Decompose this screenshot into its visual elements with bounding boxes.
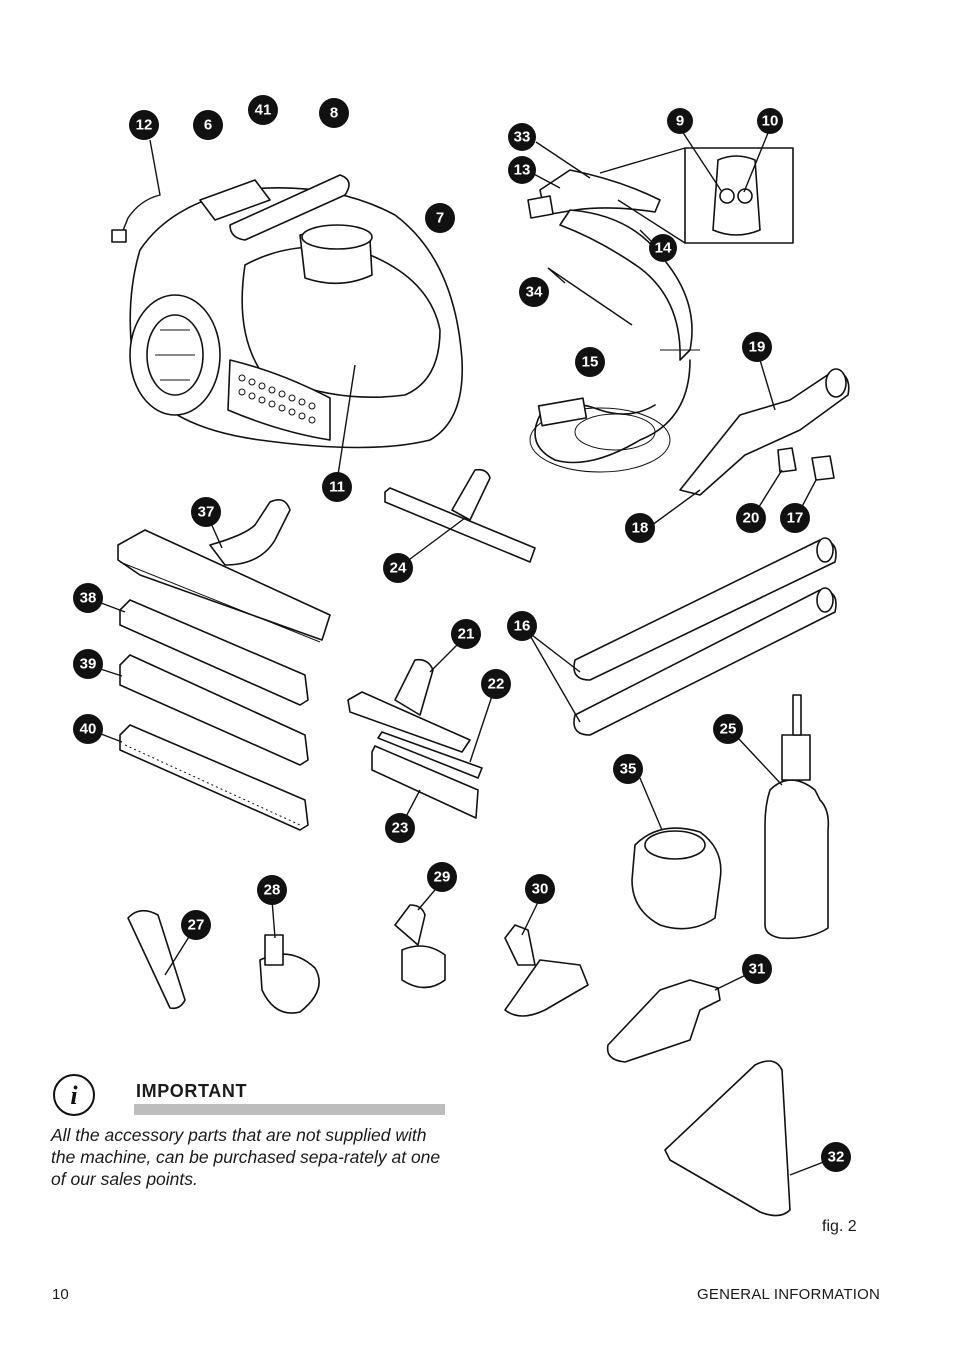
- important-note: All the accessory parts that are not sup…: [51, 1125, 441, 1189]
- figure-caption: fig. 2: [822, 1218, 857, 1235]
- callout-33: 33: [508, 123, 536, 151]
- callout-37: 37: [191, 497, 221, 527]
- callout-19: 19: [742, 332, 772, 362]
- svg-text:39: 39: [80, 656, 97, 673]
- callout-22: 22: [481, 669, 511, 699]
- callout-10: 10: [757, 108, 783, 134]
- svg-text:15: 15: [582, 354, 599, 371]
- steam-handle-illustration: [527, 127, 794, 473]
- callout-11: 11: [322, 472, 352, 502]
- callout-27: 27: [181, 910, 211, 940]
- page-number: 10: [52, 1286, 69, 1303]
- callout-21: 21: [451, 619, 481, 649]
- svg-text:23: 23: [392, 820, 409, 837]
- svg-text:40: 40: [80, 721, 97, 738]
- svg-text:35: 35: [620, 761, 637, 778]
- svg-text:20: 20: [743, 510, 760, 527]
- svg-text:16: 16: [514, 618, 531, 635]
- important-heading: IMPORTANT: [136, 1081, 248, 1101]
- callout-8: 8: [319, 98, 349, 128]
- callout-13: 13: [508, 156, 536, 184]
- svg-text:7: 7: [436, 210, 444, 227]
- svg-text:33: 33: [514, 129, 531, 146]
- svg-text:11: 11: [329, 479, 345, 496]
- small-accessories-illustration: [127, 883, 835, 1217]
- filter-sponge-illustration: [631, 777, 722, 930]
- svg-text:22: 22: [488, 676, 505, 693]
- callout-28: 28: [257, 875, 287, 905]
- callout-25: 25: [713, 714, 743, 744]
- machine-illustration: [111, 139, 464, 476]
- svg-text:i: i: [70, 1081, 78, 1110]
- svg-text:6: 6: [204, 117, 212, 134]
- floor-brush-illustration: [87, 499, 331, 831]
- callout-6: 6: [193, 110, 223, 140]
- callout-badges: 12 6 41 8 7 11 33 13 9 10 14 34 15 19 18…: [73, 95, 851, 1172]
- callout-24: 24: [383, 553, 413, 583]
- svg-text:14: 14: [655, 240, 672, 257]
- info-icon: i: [53, 1074, 95, 1116]
- svg-text:29: 29: [434, 869, 451, 886]
- svg-text:32: 32: [828, 1149, 845, 1166]
- callout-32: 32: [821, 1142, 851, 1172]
- svg-text:19: 19: [749, 339, 766, 356]
- extension-tubes-illustration: [527, 537, 837, 736]
- callout-23: 23: [385, 813, 415, 843]
- lance-illustration: [647, 359, 850, 529]
- window-tool-illustration: [347, 635, 497, 829]
- svg-text:12: 12: [136, 117, 153, 134]
- callout-17: 17: [780, 503, 810, 533]
- section-title: GENERAL INFORMATION: [697, 1286, 880, 1303]
- svg-text:31: 31: [749, 961, 766, 978]
- callout-34: 34: [519, 277, 549, 307]
- callout-7: 7: [425, 203, 455, 233]
- svg-text:34: 34: [526, 284, 543, 301]
- svg-text:28: 28: [264, 882, 281, 899]
- svg-text:18: 18: [632, 520, 649, 537]
- bottle-illustration: [737, 694, 830, 940]
- callout-16: 16: [507, 611, 537, 641]
- callout-40: 40: [73, 714, 103, 744]
- important-divider: [134, 1104, 445, 1115]
- svg-text:30: 30: [532, 881, 549, 898]
- svg-text:13: 13: [514, 162, 531, 179]
- callout-9: 9: [667, 108, 693, 134]
- callout-31: 31: [742, 954, 772, 984]
- svg-text:41: 41: [255, 102, 272, 119]
- callout-38: 38: [73, 583, 103, 613]
- callout-12: 12: [129, 110, 159, 140]
- callout-29: 29: [427, 862, 457, 892]
- svg-text:17: 17: [787, 510, 804, 527]
- svg-text:8: 8: [330, 105, 338, 122]
- svg-text:25: 25: [720, 721, 737, 738]
- callout-35: 35: [613, 754, 643, 784]
- svg-text:21: 21: [458, 626, 475, 643]
- callout-39: 39: [73, 649, 103, 679]
- callout-41: 41: [248, 95, 278, 125]
- callout-15: 15: [575, 347, 605, 377]
- svg-text:9: 9: [676, 113, 684, 130]
- callout-30: 30: [525, 874, 555, 904]
- svg-text:10: 10: [762, 113, 779, 130]
- squeegee-illustration: [384, 468, 536, 569]
- svg-text:27: 27: [188, 917, 205, 934]
- svg-text:24: 24: [390, 560, 407, 577]
- callout-18: 18: [625, 513, 655, 543]
- svg-text:37: 37: [198, 504, 215, 521]
- callout-20: 20: [736, 503, 766, 533]
- callout-14: 14: [649, 234, 677, 262]
- svg-text:38: 38: [80, 590, 97, 607]
